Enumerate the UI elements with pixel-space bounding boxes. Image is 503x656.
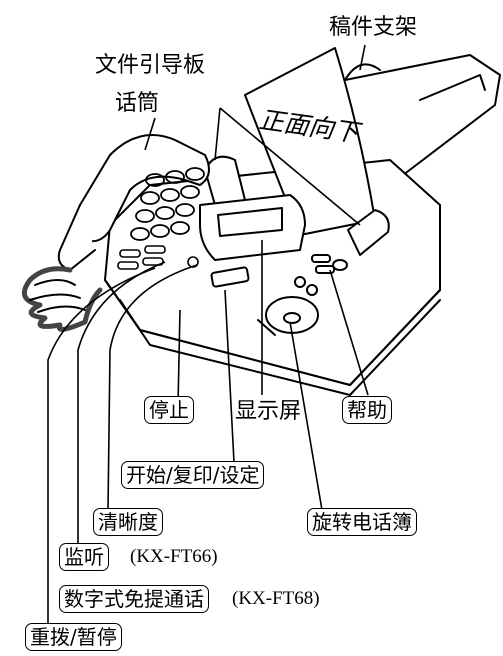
display-panel xyxy=(199,194,306,261)
start-button xyxy=(210,266,250,288)
document-guides-label: 文件引导板 xyxy=(95,53,206,78)
document-holder-label: 稿件支架 xyxy=(329,15,418,40)
handset-label: 话筒 xyxy=(115,91,160,116)
display-screen xyxy=(217,207,283,237)
document-holder-tray xyxy=(344,54,501,186)
clarity-button-label: 清晰度 xyxy=(93,508,163,536)
speakerphone-button-label: 数字式免提通话 xyxy=(59,585,209,613)
display-label: 显示屏 xyxy=(235,399,302,424)
monitor-model-label: (KX-FT66) xyxy=(130,546,218,567)
function-buttons xyxy=(117,245,199,270)
stop-button-label: 停止 xyxy=(144,396,194,424)
help-button-label: 帮助 xyxy=(342,396,392,424)
monitor-button-label: 监听 xyxy=(59,543,109,571)
speakerphone-model-label: (KX-FT68) xyxy=(232,588,320,609)
coiled-cord xyxy=(21,266,103,332)
keypad xyxy=(130,167,205,241)
jog-dial-label: 旋转电话簿 xyxy=(307,508,417,536)
redial-pause-button-label: 重拨/暂停 xyxy=(25,623,122,651)
leader-lines xyxy=(47,44,369,626)
document-guide-right xyxy=(347,209,390,256)
start-copy-set-button-label: 开始/复印/设定 xyxy=(121,461,265,489)
